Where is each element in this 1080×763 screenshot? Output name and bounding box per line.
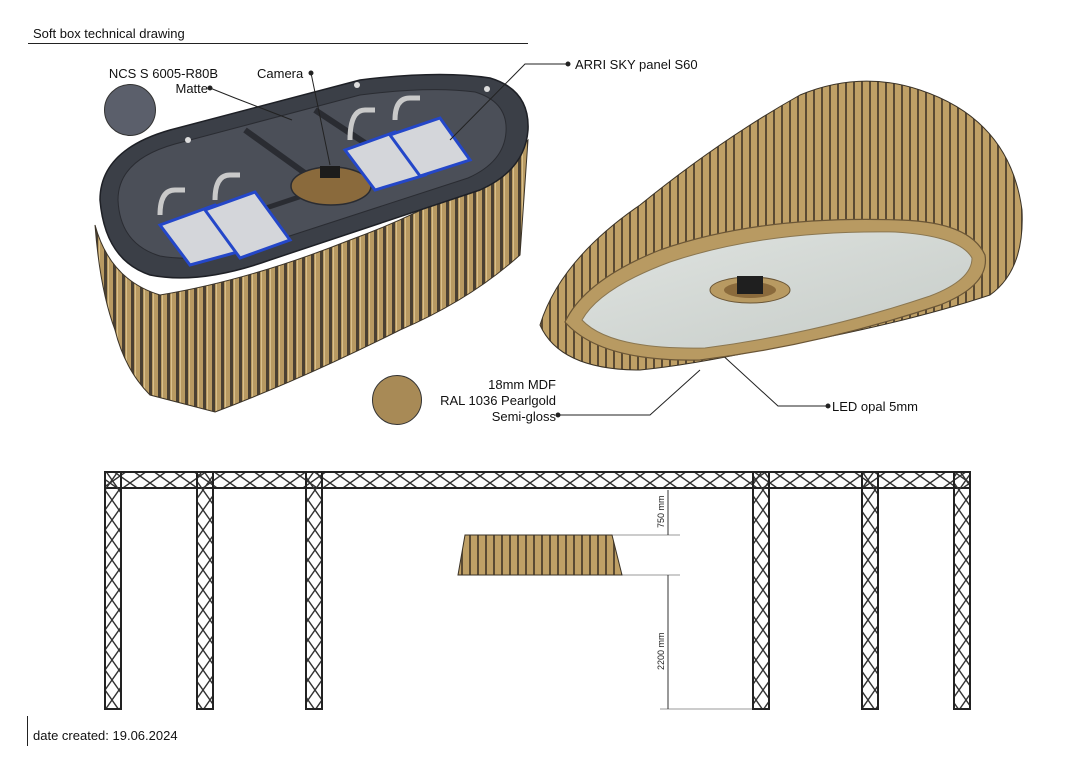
ncs-finish-label: Matte <box>175 81 208 96</box>
camera-label: Camera <box>257 66 304 81</box>
page-title: Soft box technical drawing <box>33 26 185 41</box>
title-underline <box>28 43 528 44</box>
date-created: date created: 19.06.2024 <box>33 728 178 743</box>
softbox-top-view <box>94 73 529 413</box>
mdf-thickness-label: 18mm MDF <box>488 377 556 392</box>
arri-panel-label: ARRI SKY panel S60 <box>575 57 698 72</box>
dimension-750: 750 mm <box>656 495 666 528</box>
ncs-code-label: NCS S 6005-R80B <box>108 66 218 81</box>
leader-lines <box>207 61 831 418</box>
mdf-finish-label: Semi-gloss <box>491 409 556 424</box>
mdf-color-label: RAL 1036 Pearlgold <box>440 393 556 408</box>
dimension-2200: 2200 mm <box>656 632 666 670</box>
ncs-color-swatch <box>104 84 156 136</box>
truss-elevation <box>104 471 971 710</box>
led-opal-label: LED opal 5mm <box>832 399 918 414</box>
pearlgold-color-swatch <box>372 375 422 425</box>
softbox-bottom-view <box>539 80 1023 371</box>
footer-rule <box>27 716 28 746</box>
